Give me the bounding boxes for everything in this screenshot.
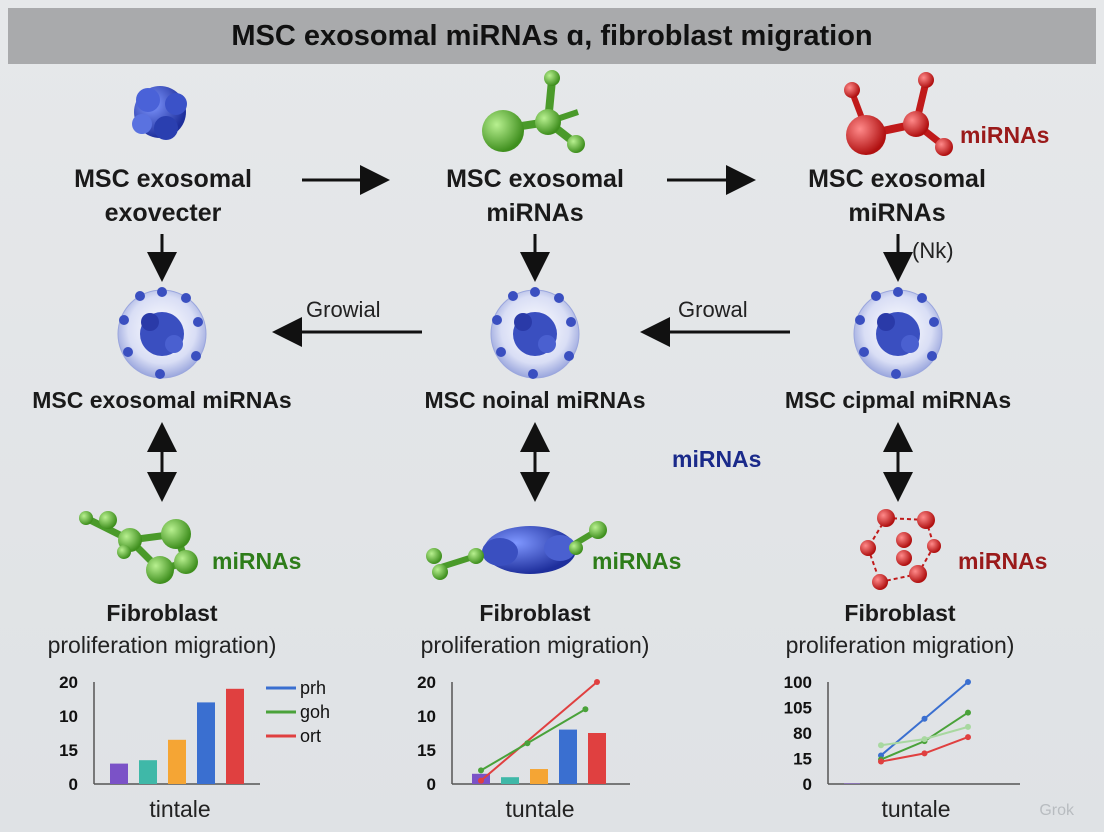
middle-node-2: MSC noinal miRNAs bbox=[424, 387, 646, 413]
series-point bbox=[965, 679, 971, 685]
exosome-cell-icon bbox=[853, 287, 943, 379]
series-point bbox=[965, 723, 971, 730]
legend-label: prh bbox=[300, 678, 326, 698]
series-point bbox=[965, 709, 971, 716]
top-node-2-line1: MSC exosomal bbox=[446, 165, 624, 193]
red-molecule-cluster-icon bbox=[860, 509, 941, 590]
series-point bbox=[478, 777, 484, 784]
growial-label: Growial bbox=[306, 297, 381, 322]
bar bbox=[197, 702, 215, 784]
y-tick-label: 0 bbox=[69, 775, 78, 794]
y-tick-label: 20 bbox=[417, 673, 436, 692]
top-mirna-tag: miRNAs bbox=[960, 122, 1050, 148]
y-tick-label: 0 bbox=[427, 775, 436, 794]
series-point bbox=[921, 736, 928, 743]
exosome-cell-icon bbox=[117, 287, 207, 379]
y-tick-label: 0 bbox=[803, 775, 812, 794]
fibroblast-sub-1: proliferation migration) bbox=[47, 632, 277, 658]
bar bbox=[588, 733, 606, 784]
blue-protein-icon bbox=[132, 86, 187, 140]
top-node-3: MSC exosomal miRNAs bbox=[774, 162, 1020, 230]
series-point bbox=[921, 750, 928, 757]
legend-label: goh bbox=[300, 702, 330, 722]
bottom-mirna-tag-1: miRNAs bbox=[212, 548, 302, 574]
green-molecule-icon bbox=[482, 70, 585, 153]
y-tick-label: 20 bbox=[59, 673, 78, 692]
series-point bbox=[594, 679, 600, 685]
bar-line-chart-2: 20 10 15 0 bbox=[417, 673, 630, 794]
fibroblast-title-2: Fibroblast bbox=[479, 600, 591, 626]
series-point bbox=[965, 734, 971, 741]
blue-green-complex-icon bbox=[426, 521, 607, 580]
watermark: Grok bbox=[1039, 802, 1074, 819]
bar bbox=[559, 729, 577, 784]
y-tick-label: 105 bbox=[784, 699, 812, 718]
bar bbox=[530, 769, 548, 784]
bar bbox=[844, 783, 860, 784]
top-node-3-line1: MSC exosomal bbox=[808, 165, 986, 193]
top-node-3-line2: miRNAs bbox=[848, 199, 946, 227]
fibroblast-title-1: Fibroblast bbox=[106, 600, 218, 626]
legend-label: ort bbox=[300, 726, 321, 746]
top-node-1: MSC exosomal exovecter bbox=[40, 162, 286, 230]
top-node-2-line2: miRNAs bbox=[486, 199, 584, 227]
red-molecule-icon bbox=[844, 72, 953, 156]
y-tick-label: 15 bbox=[793, 750, 812, 769]
y-tick-label: 10 bbox=[59, 707, 78, 726]
series-line bbox=[480, 681, 598, 782]
nk-note: (Nk) bbox=[912, 238, 954, 263]
line-chart-3: 100 105 80 15 0 bbox=[784, 673, 1020, 794]
growal-label: Growal bbox=[678, 297, 748, 322]
series-point bbox=[878, 758, 884, 765]
chart-1-xlabel: tintale bbox=[149, 796, 211, 822]
exosome-cell-icon bbox=[490, 287, 580, 379]
series-point bbox=[921, 715, 928, 722]
fibroblast-sub-2: proliferation migration) bbox=[420, 632, 650, 658]
series-point bbox=[524, 740, 531, 747]
y-tick-label: 10 bbox=[417, 707, 436, 726]
green-molecule-cluster-icon bbox=[79, 511, 198, 584]
series-point bbox=[478, 767, 484, 774]
y-tick-label: 80 bbox=[793, 724, 812, 743]
middle-node-1: MSC exosomal miRNAs bbox=[32, 387, 292, 413]
chart-2-xlabel: tuntale bbox=[505, 796, 575, 822]
middle-node-3: MSC cipmal miRNAs bbox=[784, 387, 1012, 413]
y-tick-label: 100 bbox=[784, 673, 812, 692]
series-point bbox=[582, 706, 589, 713]
top-node-2: MSC exosomal miRNAs bbox=[412, 162, 658, 230]
bottom-mirna-tag-3: miRNAs bbox=[958, 548, 1048, 574]
diagram-title: MSC exosomal miRNAs ɑ, fibroblast migrat… bbox=[8, 8, 1096, 64]
bottom-mirna-tag-2: miRNAs bbox=[592, 548, 682, 574]
top-node-1-line2: exovecter bbox=[104, 199, 222, 227]
fibroblast-title-3: Fibroblast bbox=[844, 600, 956, 626]
series-point bbox=[878, 742, 884, 749]
bar-chart-1: 20 10 15 0 prh goh ort bbox=[59, 673, 330, 794]
y-tick-label: 15 bbox=[59, 741, 78, 760]
bar bbox=[139, 760, 157, 784]
bar bbox=[110, 763, 128, 784]
bar bbox=[501, 777, 519, 784]
bar bbox=[168, 739, 186, 784]
bar bbox=[226, 688, 244, 784]
top-node-1-line1: MSC exosomal bbox=[74, 165, 252, 193]
y-tick-label: 15 bbox=[417, 741, 436, 760]
fibroblast-sub-3: proliferation migration) bbox=[785, 632, 1015, 658]
floating-mirna-tag: miRNAs bbox=[672, 446, 762, 472]
chart-3-xlabel: tuntale bbox=[881, 796, 951, 822]
